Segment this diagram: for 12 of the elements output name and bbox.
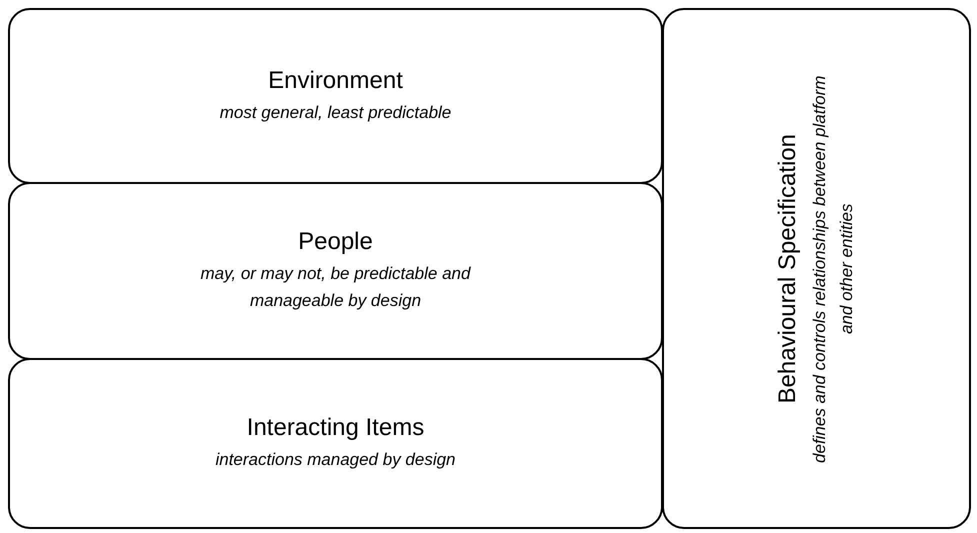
layer-box: [8, 8, 663, 184]
box-heading: People: [298, 228, 373, 256]
box-description: most general, least predictable: [220, 102, 452, 124]
box-heading: Environment: [268, 66, 403, 94]
box-heading: Behavioural Specification: [774, 134, 802, 404]
layer-box: [8, 358, 663, 529]
layer-box: [8, 182, 663, 360]
box-heading: Interacting Items: [246, 414, 424, 442]
box-description: may, or may not, be predictable and manageable by design: [200, 263, 472, 312]
box-description: defines and controls relationships between platform and other entities: [808, 74, 856, 464]
box-description: interactions managed by design: [215, 449, 456, 471]
layer-box: [662, 8, 971, 529]
